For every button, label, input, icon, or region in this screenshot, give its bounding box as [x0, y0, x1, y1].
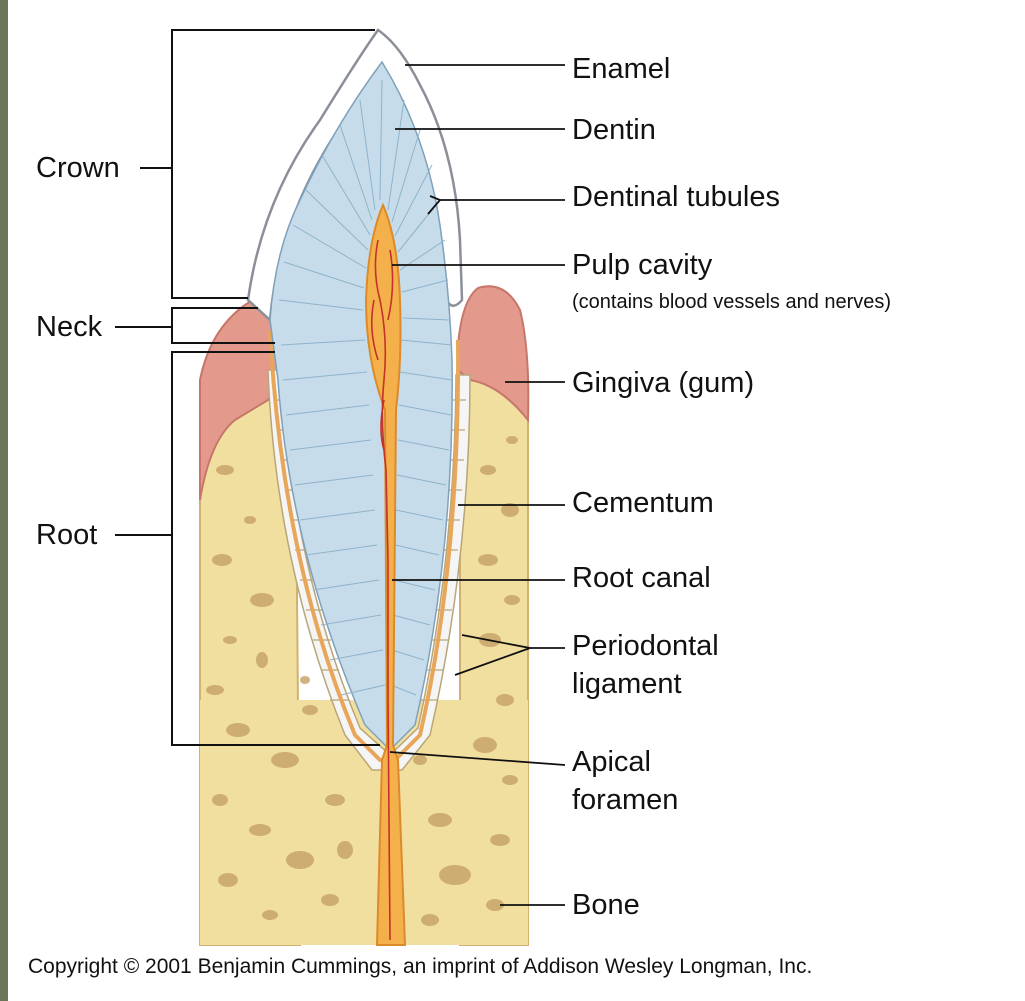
label-periodontal-line2: ligament: [572, 665, 682, 703]
label-enamel: Enamel: [572, 50, 670, 88]
label-crown: Crown: [36, 149, 120, 187]
label-gingiva: Gingiva (gum): [572, 364, 754, 402]
label-dentin: Dentin: [572, 111, 656, 149]
label-pulp-cavity: Pulp cavity: [572, 246, 712, 284]
label-bone: Bone: [572, 886, 640, 924]
label-root: Root: [36, 516, 97, 554]
label-cementum: Cementum: [572, 484, 714, 522]
copyright-notice: Copyright © 2001 Benjamin Cummings, an i…: [28, 955, 812, 979]
label-root-canal: Root canal: [572, 559, 711, 597]
label-pulp-note: (contains blood vessels and nerves): [572, 290, 891, 314]
label-dentinal-tubules: Dentinal tubules: [572, 178, 780, 216]
label-neck: Neck: [36, 308, 102, 346]
label-apical-line2: foramen: [572, 781, 678, 819]
label-periodontal-line1: Periodontal: [572, 627, 719, 665]
label-apical-line1: Apical: [572, 743, 651, 781]
